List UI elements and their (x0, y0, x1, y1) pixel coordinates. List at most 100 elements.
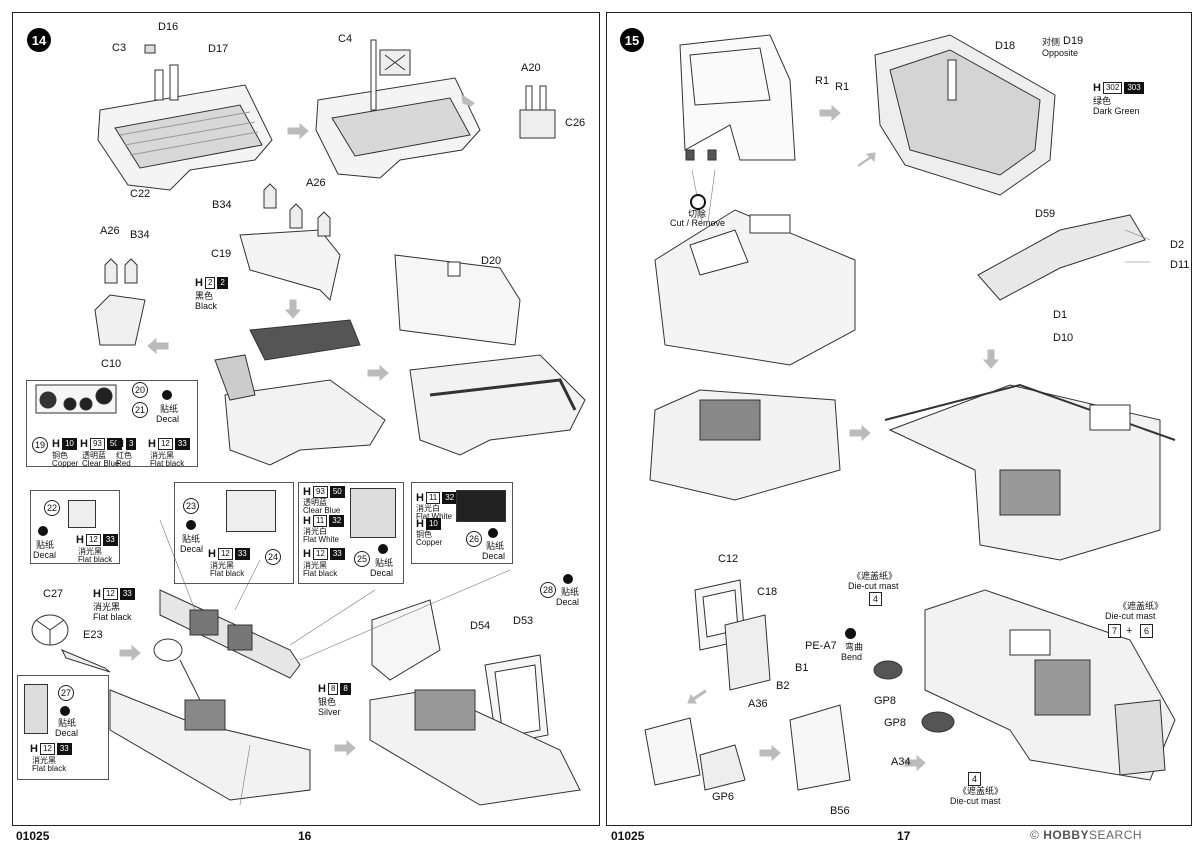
mask-number: 4 (869, 592, 882, 606)
decal-switch-panel-drawing (68, 500, 96, 528)
paint-name-cn: 铜色 (52, 451, 68, 460)
decal-label-cn: 贴纸 (58, 718, 77, 728)
decal-number: 19 (32, 437, 48, 453)
paint-name-cn: 黑色 (195, 291, 214, 301)
floor-with-panel-drawing (409, 354, 586, 456)
part-label: C4 (338, 33, 353, 45)
decal-panel-27 (17, 675, 109, 780)
paint-name-cn: 绿色 (1093, 96, 1112, 106)
part-label: D17 (208, 43, 229, 55)
decal-number: 26 (466, 531, 482, 547)
paint-name-cn: 银色 (318, 697, 337, 707)
panel-d20-drawing (394, 254, 521, 346)
door-gp6-drawing (644, 717, 746, 791)
paint-name-en: Flat black (32, 764, 67, 773)
decal-panel-26 (411, 482, 513, 564)
decal-number: 20 (132, 382, 148, 398)
paint-name-en: Flat White (416, 512, 453, 521)
decal-panel-25 (298, 482, 404, 584)
decal-panel-22 (30, 490, 120, 564)
decal-icon (378, 544, 388, 554)
part-label: C10 (101, 358, 122, 370)
part-label: R1 (815, 75, 830, 87)
part-label: A20 (521, 62, 541, 74)
part-label: B2 (776, 680, 790, 692)
part-label: D20 (481, 255, 502, 267)
floor-plate-c22-drawing (97, 44, 273, 191)
decal-label-en: Decal (556, 597, 580, 607)
paint-name-cn: 消光黑 (32, 756, 56, 765)
part-label: D10 (1053, 332, 1074, 344)
decal-panel-23-24 (174, 482, 294, 584)
paint-name-cn: 消光黑 (150, 451, 174, 460)
step-number-badge: 14 (27, 28, 51, 52)
paint-name-cn: 消光黑 (78, 547, 102, 556)
paint-name-en: Flat black (303, 569, 338, 578)
decal-label-en: Decal (156, 414, 180, 424)
part-label: D16 (158, 21, 179, 33)
part-code: 01025 (611, 829, 645, 843)
part-label: C26 (565, 117, 586, 129)
mask-title: 《遮盖纸》 (958, 786, 1004, 796)
paint-name-en: Flat White (303, 535, 340, 544)
paint-name-en: Clear Blue (82, 459, 120, 468)
part-label: D18 (995, 40, 1016, 52)
cut-icon (690, 194, 706, 210)
decal-number: 25 (354, 551, 370, 567)
part-c26-drawing (519, 85, 556, 139)
paint-name-cn: 透明蓝 (303, 498, 327, 507)
part-label: C18 (757, 586, 778, 598)
floor-with-seats-drawing (214, 319, 386, 466)
decal-icon (488, 528, 498, 538)
door-inner-c18-drawing (724, 614, 771, 691)
mask-title: 《遮盖纸》 (852, 571, 898, 581)
decal-number: 21 (132, 402, 148, 418)
part-label: R1 (835, 81, 850, 93)
cab-floor-with-wheel-drawing (109, 638, 311, 801)
paint-name-en: Copper (416, 538, 443, 547)
mask-plus: + (1126, 625, 1133, 637)
part-label: A34 (891, 756, 911, 768)
decal-icon (162, 390, 172, 400)
decal-label-cn: 贴纸 (561, 587, 580, 597)
decal-label-en: Decal (482, 551, 506, 561)
part-label: B1 (795, 662, 809, 674)
bend-label-en: Bend (841, 652, 863, 662)
bend-icon (845, 628, 856, 639)
decal-label-cn: 贴纸 (160, 404, 179, 414)
decal-label-cn: 贴纸 (486, 541, 505, 551)
watermark: © HOBBYSEARCH (1030, 828, 1143, 842)
cab-roof-drawing (654, 209, 856, 366)
mask-label-en: Die-cut mast (950, 796, 1001, 806)
page-number: 16 (298, 829, 312, 843)
paint-name-cn: 消光黑 (303, 561, 327, 570)
part-label: PE-A7 (805, 640, 837, 652)
cab-side-r1-drawing (679, 34, 796, 161)
decal-icon (186, 520, 196, 530)
decal-label-en: Decal (55, 728, 79, 738)
part-label: B34 (212, 199, 232, 211)
paint-name-cn: 消光黑 (93, 602, 121, 612)
decal-label-cn: 贴纸 (375, 558, 394, 568)
paint-name-cn: 消光白 (416, 504, 440, 513)
part-label: D59 (1035, 208, 1056, 220)
cab-lower-drawing (649, 389, 841, 501)
decal-icon (60, 706, 70, 716)
part-label: C12 (718, 553, 739, 565)
part-code: 01025 (16, 829, 50, 843)
paint-name-en: Red (116, 459, 131, 468)
mask-label-en: Die-cut mast (848, 581, 899, 591)
decal-label-en: Decal (180, 544, 204, 554)
opposite-en: Opposite (1042, 48, 1079, 58)
seat-c10-drawing (94, 258, 146, 346)
dashboard-d-assembly-drawing (159, 589, 301, 679)
paint-name-en: Flat black (210, 569, 245, 578)
